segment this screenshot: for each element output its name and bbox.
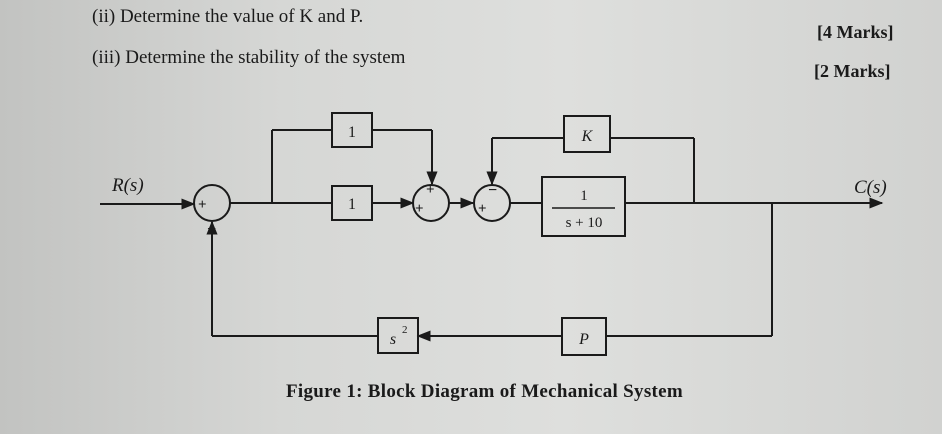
marks-iii: [2 Marks] [814,61,891,81]
block-s-squared [377,317,419,354]
marks-ii: [4 Marks] [817,22,894,42]
question-iii: (iii) Determine the stability of the sys… [92,47,406,68]
tf-denominator: s + 10 [566,215,603,231]
sum1-sign-left: + [198,197,207,213]
figure-caption: Figure 1: Block Diagram of Mechanical Sy… [286,381,684,402]
block-mid-gain-label: 1 [348,196,356,213]
sum1-sign-bottom: − [207,221,216,238]
tf-numerator: 1 [580,188,588,204]
block-s2-exponent: 2 [402,324,408,336]
sum3-sign-top: − [488,182,497,199]
question-ii: (ii) Determine the value of K and P. [92,6,364,27]
block-k [563,115,611,153]
input-label: R(s) [111,175,144,196]
block-top-gain-label: 1 [348,124,356,141]
block-p-label: P [578,331,589,348]
block-s2-base: s [390,331,396,348]
block-k-label: K [581,128,594,145]
output-label: C(s) [854,177,887,198]
block-transfer-function [541,176,626,237]
sum3-sign-left: + [478,201,487,217]
sum2-sign-top: + [426,182,435,198]
sum2-sign-left: + [415,201,424,217]
